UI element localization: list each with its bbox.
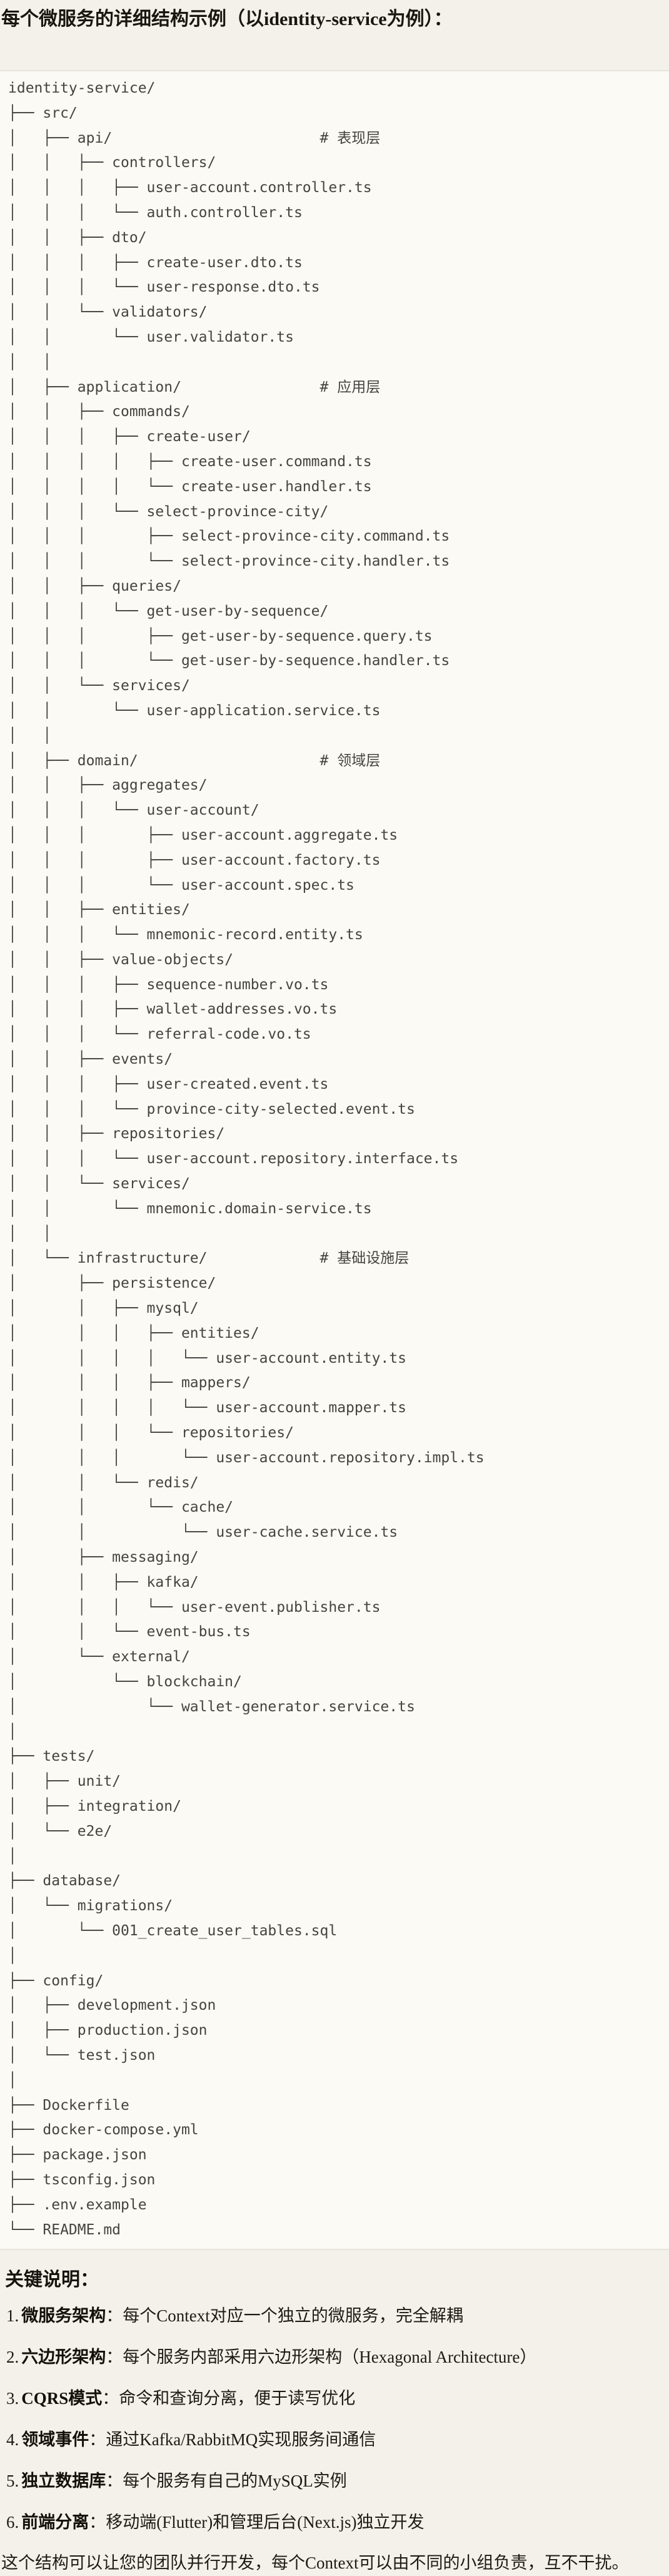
note-label: 前端分离 bbox=[21, 2512, 89, 2532]
note-text: ：移动端(Flutter)和管理后台(Next.js)独立开发 bbox=[89, 2512, 425, 2532]
note-label: 独立数据库 bbox=[21, 2471, 106, 2490]
note-item-domain-events: 4.领域事件：通过Kafka/RabbitMQ实现服务间通信 bbox=[6, 2427, 664, 2452]
note-item-database: 5.独立数据库：每个服务有自己的MySQL实例 bbox=[6, 2468, 664, 2493]
note-item-cqrs: 3.CQRS模式：命令和查询分离，便于读写优化 bbox=[6, 2386, 664, 2411]
code-block: identity-service/ ├── src/ │ ├── api/ # … bbox=[0, 70, 669, 2251]
note-label: 领域事件 bbox=[21, 2430, 89, 2449]
note-text: ：每个服务有自己的MySQL实例 bbox=[106, 2471, 347, 2490]
directory-tree: identity-service/ ├── src/ │ ├── api/ # … bbox=[8, 80, 485, 2238]
note-text: ：通过Kafka/RabbitMQ实现服务间通信 bbox=[89, 2430, 376, 2449]
note-number: 5. bbox=[6, 2471, 19, 2490]
note-number: 3. bbox=[6, 2388, 19, 2408]
note-text: ：每个Context对应一个独立的微服务，完全解耦 bbox=[106, 2306, 463, 2325]
note-item-microservices: 1.微服务架构：每个Context对应一个独立的微服务，完全解耦 bbox=[6, 2303, 664, 2328]
note-text: ：每个服务内部采用六边形架构（Hexagonal Architecture） bbox=[106, 2347, 537, 2366]
note-label: CQRS模式 bbox=[21, 2388, 103, 2408]
note-label: 六边形架构 bbox=[21, 2347, 106, 2366]
page-title: 每个微服务的详细结构示例（以identity-service为例）： bbox=[1, 9, 453, 29]
note-text: ：命令和查询分离，便于读写优化 bbox=[102, 2388, 356, 2408]
closing-paragraph: 这个结构可以让您的团队并行开发，每个Context可以由不同的小组负责，互不干扰… bbox=[1, 2553, 629, 2572]
note-number: 2. bbox=[6, 2347, 19, 2366]
notes-heading: 关键说明： bbox=[5, 2269, 99, 2291]
note-label: 微服务架构 bbox=[21, 2306, 106, 2325]
notes-list: 1.微服务架构：每个Context对应一个独立的微服务，完全解耦 2.六边形架构… bbox=[0, 2303, 669, 2535]
note-number: 4. bbox=[6, 2430, 19, 2449]
note-number: 1. bbox=[6, 2306, 19, 2325]
note-item-frontend: 6.前端分离：移动端(Flutter)和管理后台(Next.js)独立开发 bbox=[6, 2510, 664, 2535]
note-item-hexagonal: 2.六边形架构：每个服务内部采用六边形架构（Hexagonal Architec… bbox=[6, 2344, 664, 2370]
note-number: 6. bbox=[6, 2512, 19, 2532]
